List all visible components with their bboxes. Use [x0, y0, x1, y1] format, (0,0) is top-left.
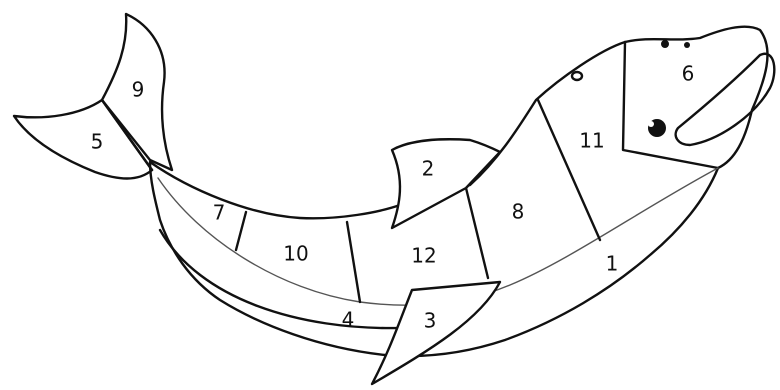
divider-10-12 [347, 222, 360, 302]
divider-12-8 [466, 188, 488, 278]
region-label-4: 4 [342, 308, 355, 332]
blowhole [572, 72, 582, 80]
region-label-5: 5 [91, 130, 104, 154]
pectoral-fin [372, 282, 500, 384]
divider-7-10 [236, 212, 246, 250]
region-label-1: 1 [606, 252, 619, 276]
region-label-10: 10 [283, 242, 308, 266]
region-label-11: 11 [579, 129, 604, 153]
dorsal-fin [392, 139, 500, 228]
region-label-12: 12 [411, 244, 436, 268]
region-label-3: 3 [424, 309, 437, 333]
divider-8-11 [538, 100, 600, 240]
head-dot-1 [661, 40, 669, 48]
region-label-2: 2 [422, 157, 435, 181]
head-dot-2 [684, 42, 690, 48]
region-label-9: 9 [132, 78, 145, 102]
region-label-8: 8 [512, 200, 525, 224]
region-label-7: 7 [213, 201, 226, 225]
eye-highlight [648, 121, 654, 127]
region-label-6: 6 [682, 62, 695, 86]
